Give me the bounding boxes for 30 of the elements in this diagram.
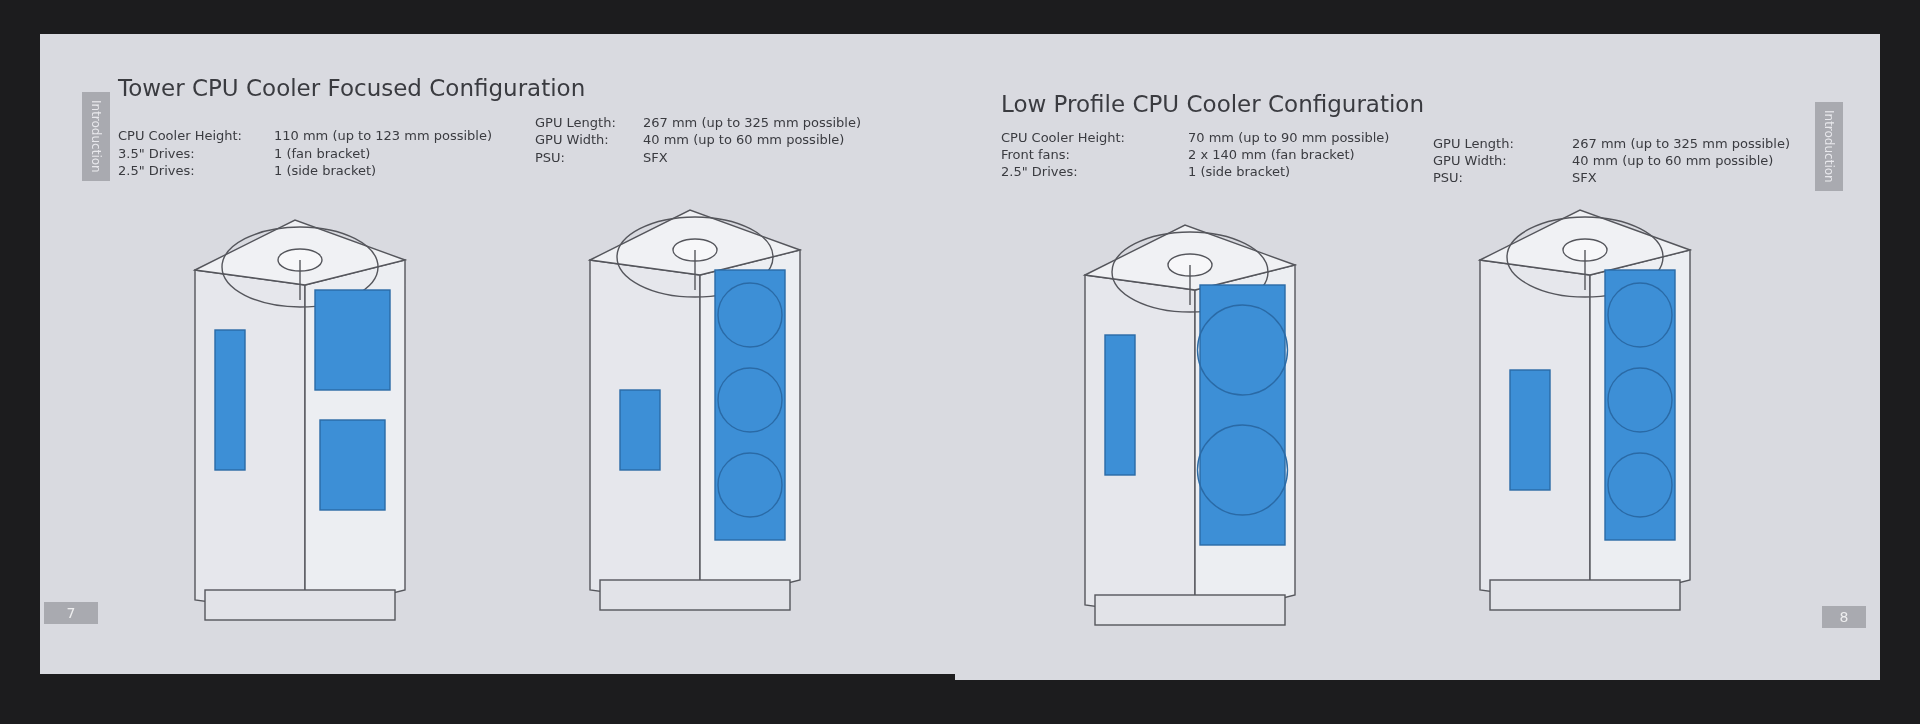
- spec-value: 2 x 140 mm (fan bracket): [1188, 147, 1355, 163]
- page-number: 8: [1822, 606, 1866, 628]
- spec-value: 1 (side bracket): [274, 163, 377, 179]
- spec-label: GPU Width:: [1433, 153, 1507, 169]
- spec-label: GPU Length:: [1433, 136, 1514, 152]
- spec-value: 40 mm (up to 60 mm possible): [1572, 153, 1774, 169]
- spec-value: 1 (side bracket): [1188, 164, 1291, 180]
- spec-label: CPU Cooler Height:: [1001, 130, 1125, 146]
- section-heading: Low Profile CPU Cooler Configuration: [1001, 90, 1424, 118]
- spec-value: 70 mm (up to 90 mm possible): [1188, 130, 1390, 146]
- spec-value: SFX: [1572, 170, 1597, 186]
- spec-label: GPU Width:: [535, 132, 609, 148]
- spec-label: PSU:: [1433, 170, 1463, 186]
- spec-value: 110 mm (up to 123 mm possible): [274, 128, 492, 144]
- spec-value: 40 mm (up to 60 mm possible): [643, 132, 845, 148]
- spec-label: 2.5" Drives:: [1001, 164, 1078, 180]
- page-number: 7: [44, 602, 98, 624]
- spec-value: 1 (fan bracket): [274, 146, 371, 162]
- spec-label: 3.5" Drives:: [118, 146, 195, 162]
- section-tab: Introduction: [1815, 102, 1843, 191]
- spec-value: 267 mm (up to 325 mm possible): [1572, 136, 1790, 152]
- spec-label: GPU Length:: [535, 115, 616, 131]
- section-heading: Tower CPU Cooler Focused Configuration: [118, 74, 586, 102]
- spec-value: 267 mm (up to 325 mm possible): [643, 115, 861, 131]
- spec-label: Front fans:: [1001, 147, 1070, 163]
- spec-label: CPU Cooler Height:: [118, 128, 242, 144]
- spec-label: PSU:: [535, 150, 565, 166]
- spec-value: SFX: [643, 150, 668, 166]
- spec-label: 2.5" Drives:: [118, 163, 195, 179]
- section-tab: Introduction: [82, 92, 110, 181]
